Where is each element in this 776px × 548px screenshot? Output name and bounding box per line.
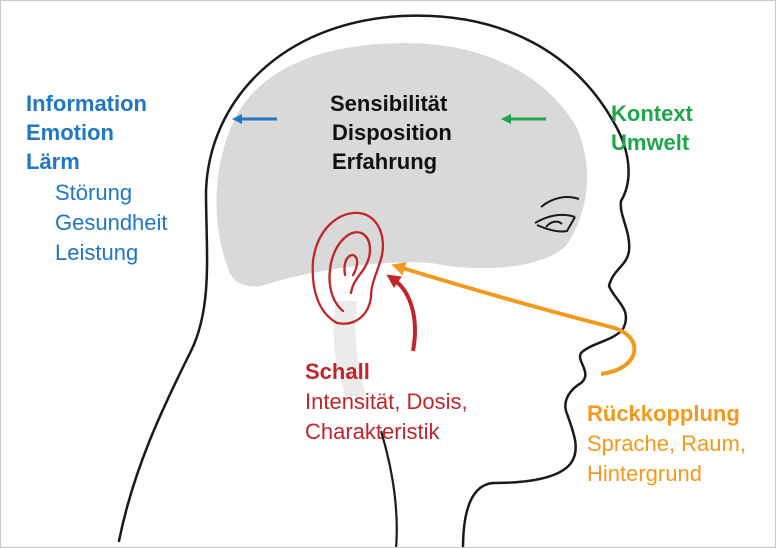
center-label-1: Sensibilität: [330, 89, 447, 118]
left-primary-1: Information: [26, 89, 147, 118]
sound-title: Schall: [305, 357, 370, 386]
right-primary-2: Umwelt: [611, 128, 689, 157]
center-label-3: Erfahrung: [332, 147, 437, 176]
sound-line-1: Intensität, Dosis,: [305, 387, 468, 416]
neck-line: [381, 431, 397, 548]
arrow-feedback: [399, 267, 634, 374]
left-secondary-2: Gesundheit: [55, 208, 168, 237]
right-primary-1: Kontext: [611, 99, 693, 128]
feedback-title: Rückkopplung: [587, 399, 740, 428]
center-label-2: Disposition: [332, 118, 452, 147]
left-primary-3: Lärm: [26, 147, 80, 176]
left-secondary-3: Leistung: [55, 238, 138, 267]
arrow-sound: [393, 279, 415, 351]
left-primary-2: Emotion: [26, 118, 114, 147]
sound-line-2: Charakteristik: [305, 417, 439, 446]
left-secondary-1: Störung: [55, 178, 132, 207]
feedback-line-1: Sprache, Raum,: [587, 429, 746, 458]
feedback-line-2: Hintergrund: [587, 459, 702, 488]
